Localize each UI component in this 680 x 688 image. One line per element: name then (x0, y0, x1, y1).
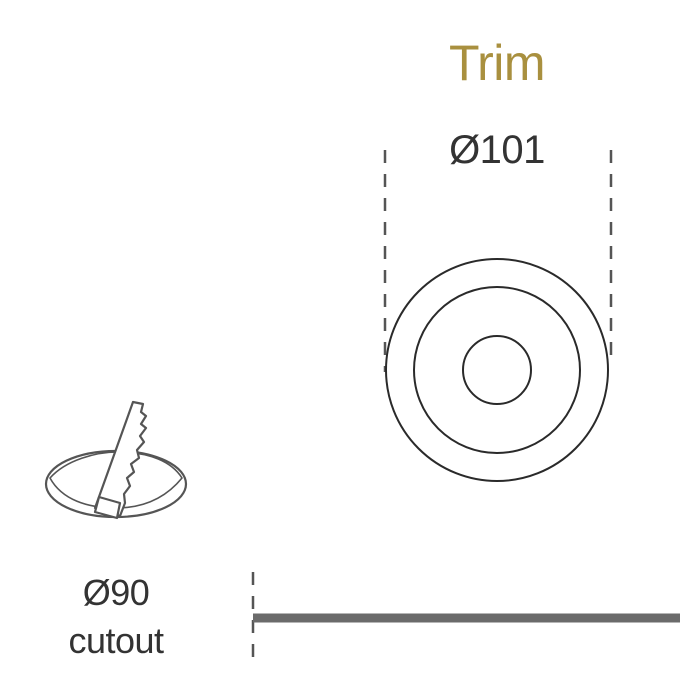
trim-middle-ring (413, 286, 581, 454)
downlight-trim-icon (385, 258, 609, 482)
trim-inner-lens (462, 335, 532, 405)
trim-outer-ring (385, 258, 609, 482)
trim-title: Trim (448, 35, 546, 91)
saw-handle (93, 495, 122, 520)
saw-in-cutout-icon (44, 400, 188, 520)
cutout-diameter-label: Ø90 (82, 572, 150, 613)
saw-blade (93, 400, 148, 518)
trim-diameter-label: Ø101 (449, 128, 545, 172)
cutout-label: cutout (68, 620, 164, 661)
cutout-hole-inner (49, 451, 183, 509)
